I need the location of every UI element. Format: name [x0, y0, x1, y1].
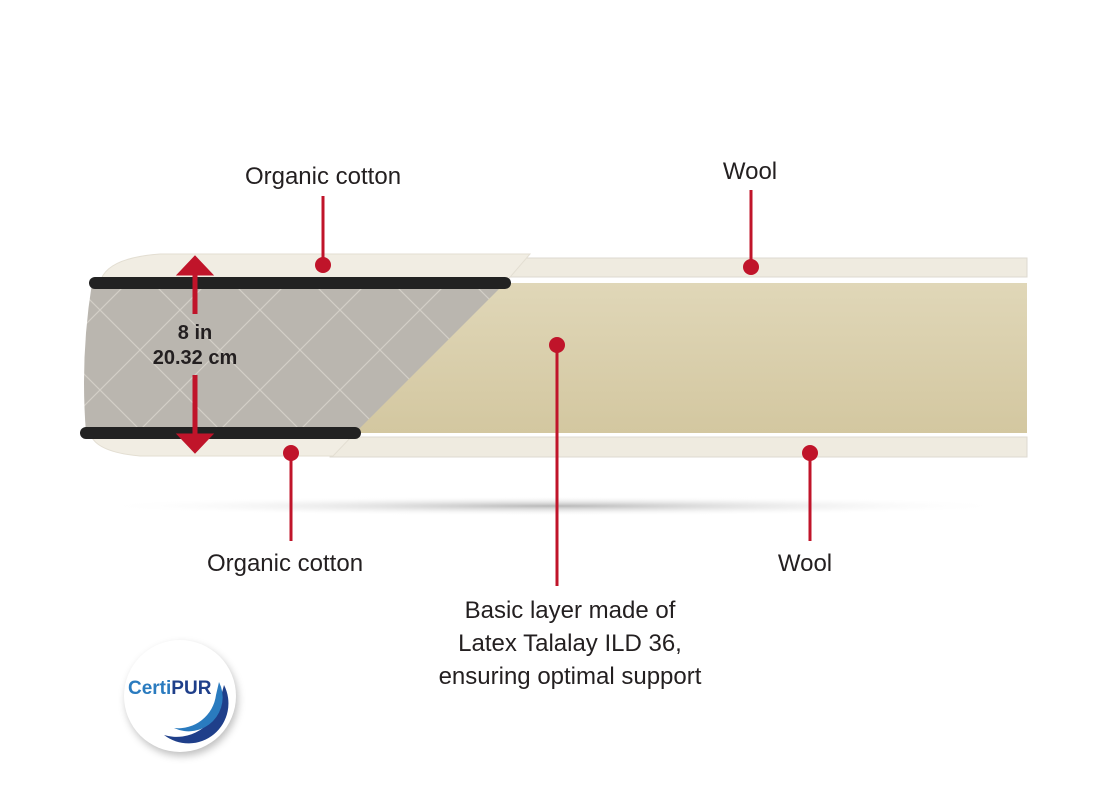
label-bottom-organic-cotton: Organic cotton	[206, 550, 364, 577]
latex-line-3: ensuring optimal support	[438, 663, 702, 690]
certipur-logo: CertiPUR	[124, 640, 236, 752]
height-inches: 8 in	[177, 322, 213, 344]
height-cm: 20.32 cm	[152, 347, 238, 369]
latex-line-2: Latex Talalay ILD 36,	[458, 630, 682, 657]
callout-lines	[283, 190, 818, 586]
label-latex-layer: Basic layer made of Latex Talalay ILD 36…	[439, 594, 702, 693]
floor-shadow	[93, 496, 1013, 516]
height-arrow	[175, 255, 215, 454]
height-label: 8 in 20.32 cm	[153, 321, 238, 371]
bottom-wool-layer	[329, 436, 1028, 458]
label-top-organic-cotton: Organic cotton	[244, 163, 402, 190]
label-bottom-wool: Wool	[777, 550, 833, 577]
logo-certi: Certi	[128, 678, 172, 699]
quilted-cover	[84, 283, 505, 433]
top-cotton-layer	[99, 253, 532, 284]
logo-pur: PUR	[171, 678, 212, 699]
certipur-swoosh-icon	[164, 682, 229, 744]
latex-line-1: Basic layer made of	[464, 597, 676, 624]
label-top-wool: Wool	[722, 158, 778, 185]
